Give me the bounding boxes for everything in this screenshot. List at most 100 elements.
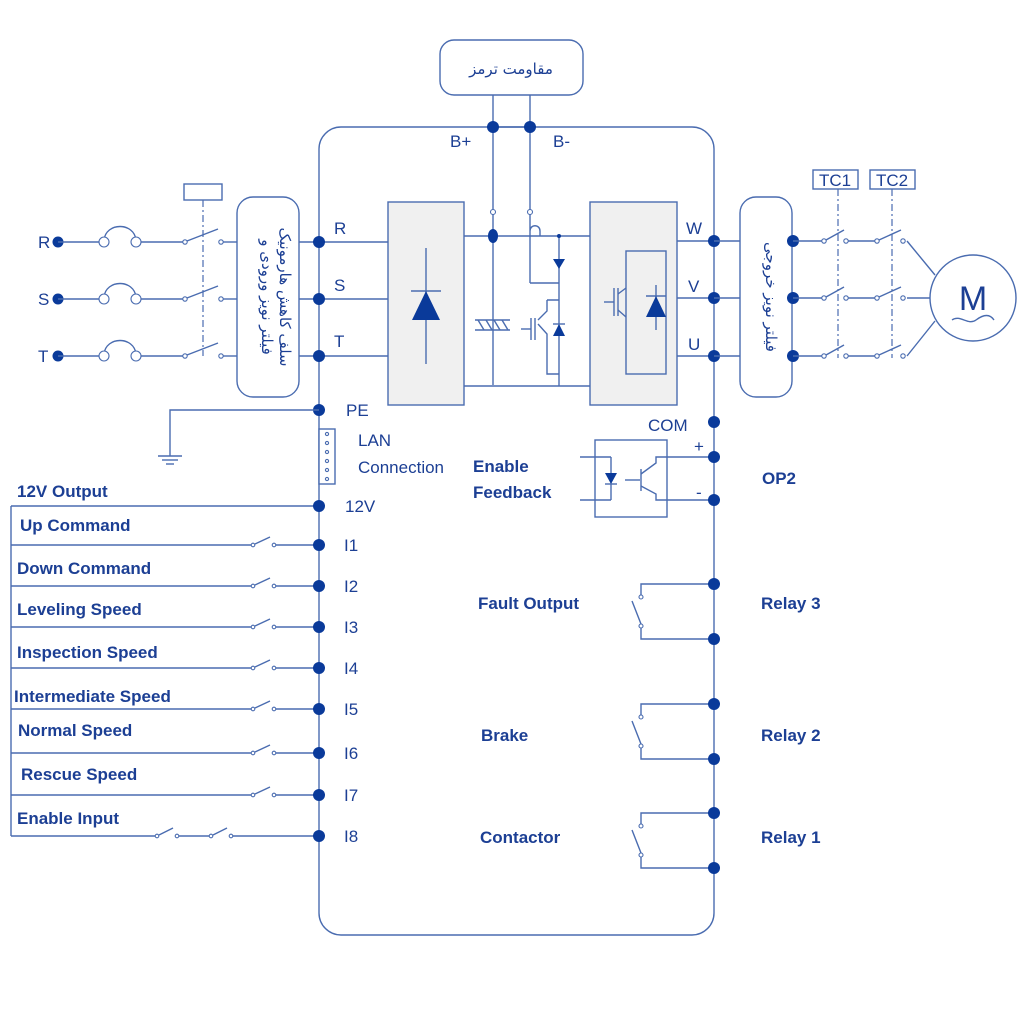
op2-minus-label: - bbox=[696, 483, 702, 502]
output-contactors: TC1 TC2 bbox=[793, 169, 916, 359]
relay-name-label: Relay 2 bbox=[761, 726, 821, 745]
relay-name-label: Relay 3 bbox=[761, 594, 821, 613]
relay-terminal bbox=[708, 862, 720, 874]
input-label: Up Command bbox=[20, 516, 131, 535]
input-terminal bbox=[313, 703, 325, 715]
relay-outputs: Fault Output Relay 3 Brake Relay 2 Contactor… bbox=[478, 578, 821, 874]
input-label: Intermediate Speed bbox=[14, 687, 171, 706]
com-label: COM bbox=[648, 416, 688, 435]
brake-resistor-box bbox=[439, 39, 584, 96]
contactor-switch-icon bbox=[878, 229, 902, 241]
fuse-icon bbox=[103, 225, 137, 241]
input-terminal-label: I4 bbox=[344, 659, 358, 678]
input-label: Enable Input bbox=[17, 809, 119, 828]
input-terminal bbox=[313, 789, 325, 801]
terminal-r-label: R bbox=[334, 219, 346, 238]
input-label: Down Command bbox=[17, 559, 151, 578]
input-terminal-label: I2 bbox=[344, 577, 358, 596]
input-switch-icon bbox=[212, 827, 228, 836]
breaker-switch-icon bbox=[186, 342, 219, 356]
input-switch-icon bbox=[254, 577, 271, 586]
input-terminal-label: I7 bbox=[344, 786, 358, 805]
input-switch-icon bbox=[254, 786, 271, 795]
input-switch-icon bbox=[254, 744, 271, 753]
relay-function-label: Fault Output bbox=[478, 594, 579, 613]
input-switch-icon bbox=[254, 536, 271, 545]
breaker-switch-icon bbox=[186, 228, 219, 242]
op2-plus-label: + bbox=[694, 437, 704, 456]
lan-label-1: LAN bbox=[358, 431, 391, 450]
input-switch-icon bbox=[158, 827, 174, 836]
input-label: Rescue Speed bbox=[21, 765, 137, 784]
contactor-switch-icon bbox=[825, 229, 845, 241]
input-terminal bbox=[313, 621, 325, 633]
phase-r: R bbox=[38, 225, 237, 252]
input-terminal-label: I8 bbox=[344, 827, 358, 846]
relay-terminal bbox=[708, 578, 720, 590]
input-switch-icon bbox=[254, 618, 271, 627]
input-terminal bbox=[313, 580, 325, 592]
output-filter-label: فیلتر نویز خروجی bbox=[762, 242, 780, 352]
diode-icon bbox=[412, 291, 440, 320]
input-label: Leveling Speed bbox=[17, 600, 142, 619]
output-filter: فیلتر نویز خروجی bbox=[739, 196, 799, 398]
input-terminal-label: I3 bbox=[344, 618, 358, 637]
contactor-switch-icon bbox=[825, 344, 845, 356]
input-switch-icon bbox=[254, 700, 271, 709]
contactor-contact-row bbox=[793, 286, 906, 301]
input-filter: فیلتر نویز ورودی و سلف کاهش هارمونیک R S… bbox=[236, 196, 388, 398]
inverter-block bbox=[589, 201, 714, 406]
input-terminal bbox=[313, 539, 325, 551]
b-plus-label: B+ bbox=[450, 132, 471, 151]
input-switch-icon bbox=[254, 659, 271, 668]
lan-port-icon[interactable] bbox=[318, 428, 336, 485]
mains-label-r: R bbox=[38, 233, 50, 252]
fuse-icon bbox=[103, 339, 137, 355]
freewheel-diode-icon bbox=[553, 324, 565, 336]
fuse-icon bbox=[103, 282, 137, 298]
phase-s: S bbox=[38, 282, 237, 309]
led-icon bbox=[605, 473, 617, 484]
contactor-switch-icon bbox=[825, 286, 845, 298]
relay-terminal bbox=[708, 633, 720, 645]
b-minus-terminal bbox=[524, 121, 536, 133]
relay-contact-icon bbox=[631, 720, 642, 745]
breaker-coil bbox=[183, 183, 223, 201]
relay-contact-icon bbox=[631, 600, 642, 625]
inverter-diode-icon bbox=[646, 296, 666, 317]
mains-input-section: R S T bbox=[38, 183, 237, 366]
terminal-s-label: S bbox=[334, 276, 345, 295]
protective-earth: PE bbox=[158, 401, 369, 465]
relay-function-label: Contactor bbox=[480, 828, 561, 847]
phase-t: T bbox=[38, 339, 237, 366]
relay-terminal bbox=[708, 753, 720, 765]
contactor-switch-icon bbox=[878, 344, 902, 356]
enable-feedback-section: COM + - Enable Feedback OP2 bbox=[473, 416, 796, 518]
enable-feedback-label-2: Feedback bbox=[473, 483, 552, 502]
relay-terminal bbox=[708, 698, 720, 710]
supply-label: 12V Output bbox=[17, 482, 108, 501]
relay-row: Brake Relay 2 bbox=[481, 698, 821, 765]
input-terminal bbox=[313, 662, 325, 674]
input-filter-label-1: فیلتر نویز ورودی و bbox=[258, 238, 276, 355]
enable-feedback-label-1: Enable bbox=[473, 457, 529, 476]
b-minus-label: B- bbox=[553, 132, 570, 151]
terminal-u-label: U bbox=[688, 335, 700, 354]
lan-connector[interactable]: LAN Connection bbox=[318, 428, 444, 485]
contactor-tc2-label: TC2 bbox=[876, 171, 908, 190]
input-filter-label-2: سلف کاهش هارمونیک bbox=[276, 228, 294, 367]
input-terminal-label: I6 bbox=[344, 744, 358, 763]
relay-function-label: Brake bbox=[481, 726, 528, 745]
pe-label: PE bbox=[346, 401, 369, 420]
contactor-contact-row bbox=[793, 344, 906, 359]
op2-label: OP2 bbox=[762, 469, 796, 488]
rectifier-block bbox=[387, 201, 465, 406]
input-terminal-label: I5 bbox=[344, 700, 358, 719]
